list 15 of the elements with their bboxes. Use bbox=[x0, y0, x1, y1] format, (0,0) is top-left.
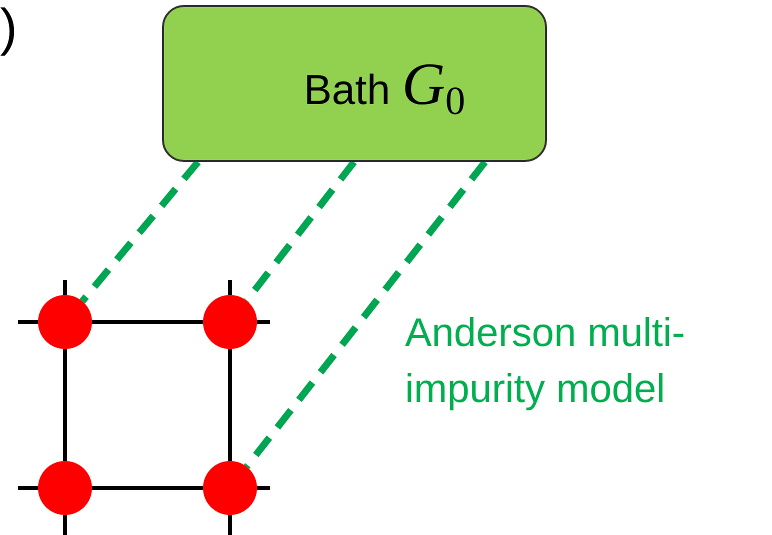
dashed-line bbox=[80, 160, 201, 304]
lattice-bond bbox=[92, 320, 203, 324]
lattice-bond bbox=[63, 349, 67, 461]
panel-letter: ) bbox=[0, 2, 18, 54]
lattice-site bbox=[38, 461, 92, 515]
lattice-site bbox=[38, 295, 92, 349]
bath-label: Bath G$_{0}$ bbox=[304, 50, 466, 124]
bath-box bbox=[162, 5, 547, 162]
lattice-site bbox=[203, 461, 257, 515]
model-caption: Anderson multi-impurity model bbox=[405, 310, 686, 413]
lattice-site bbox=[203, 295, 257, 349]
lattice-bond bbox=[92, 486, 203, 490]
lattice-bond bbox=[228, 349, 232, 461]
dashed-line bbox=[244, 160, 357, 303]
dashed-line bbox=[244, 160, 488, 469]
